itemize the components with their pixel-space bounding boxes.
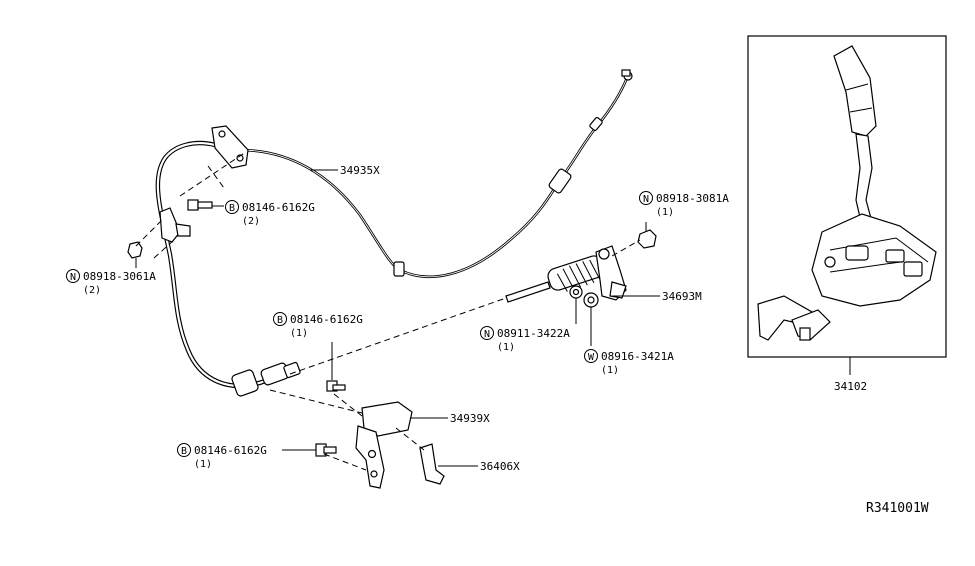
label-bolt-top: 08146-6162G [242,201,315,214]
label-clip: 36406X [480,460,520,473]
label-bolt-mid: 08146-6162G [290,313,363,326]
cable-clip-left [159,207,191,243]
label-bolt-bottom: 08146-6162G [194,444,267,457]
callout-nut-left: N 08918-3061A (2) [66,269,156,296]
callout-nut-mid: N 08911-3422A (1) [480,326,570,353]
shifter-inset [747,35,947,375]
prefix-washer: W [588,352,595,363]
qty-bolt-mid: (1) [290,328,308,339]
clip-assembly [419,443,445,485]
prefix-bolt-top: B [229,203,235,214]
label-nut-mid: 08911-3422A [497,327,570,340]
callout-bolt-mid: B 08146-6162G (1) [273,312,363,339]
callout-bolt-top: B 08146-6162G (2) [225,200,315,227]
prefix-nut-left: N [70,272,76,283]
qty-bolt-bottom: (1) [194,459,212,470]
prefix-bolt-mid: B [277,315,283,326]
label-nut-right: 08918-3081A [656,192,729,205]
prefix-nut-mid: N [484,329,490,340]
qty-nut-left: (2) [83,285,101,296]
callout-washer: W 08916-3421A (1) [584,349,674,376]
qty-bolt-top: (2) [242,216,260,227]
cable-rear-assembly [505,245,627,303]
leader-lines [135,169,660,467]
assembly-guide-lines [135,151,641,471]
label-shifter: 34102 [834,380,867,393]
label-cable-front: 34935X [340,164,380,177]
callout-bolt-bottom: B 08146-6162G (1) [177,443,267,470]
cable-bracket-top [211,125,249,169]
prefix-nut-right: N [643,194,649,205]
label-washer: 08916-3421A [601,350,674,363]
qty-nut-right: (1) [656,207,674,218]
label-bracket: 34939X [450,412,490,425]
cable-end-fitting [231,361,301,397]
qty-nut-mid: (1) [497,342,515,353]
callout-nut-right: N 08918-3081A (1) [639,191,729,218]
label-cable-rear: 34693M [662,290,702,303]
reference-code: R341001W [866,501,929,516]
shift-cable [155,69,633,389]
fastener-graphics [127,199,657,457]
qty-washer: (1) [601,365,619,376]
bracket-assembly [355,401,413,489]
label-nut-left: 08918-3061A [83,270,156,283]
prefix-bolt-bottom: B [181,446,187,457]
